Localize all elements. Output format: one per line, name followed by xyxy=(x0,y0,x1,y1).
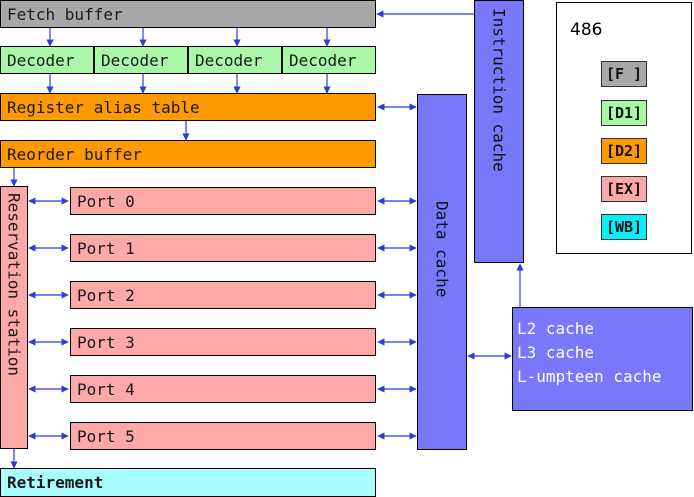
legend xyxy=(556,2,692,254)
l3-cache-label: L3 cache xyxy=(517,343,595,362)
port-label: Port 3 xyxy=(77,332,135,352)
reservation-station: Reservation station xyxy=(0,186,28,449)
decoder-4: Decoder xyxy=(282,46,376,74)
port-2: Port 2 xyxy=(70,281,376,309)
retirement: Retirement xyxy=(0,468,376,497)
legend-execute: [EX] xyxy=(601,176,647,202)
lumpteen-cache-label: L-umpteen cache xyxy=(517,367,662,386)
port-label: Port 4 xyxy=(77,379,135,399)
legend-writeback: [WB] xyxy=(601,214,647,240)
port-0: Port 0 xyxy=(70,187,376,215)
register-alias-table-label: Register alias table xyxy=(7,97,200,117)
port-5: Port 5 xyxy=(70,422,376,450)
port-label: Port 1 xyxy=(77,238,135,258)
port-1: Port 1 xyxy=(70,234,376,262)
data-cache: Data cache xyxy=(417,94,467,450)
reservation-station-label: Reservation station xyxy=(4,193,24,377)
reorder-buffer-label: Reorder buffer xyxy=(7,144,142,164)
port-label: Port 2 xyxy=(77,285,135,305)
register-alias-table: Register alias table xyxy=(0,93,376,121)
data-cache-label: Data cache xyxy=(432,201,452,298)
fetch-buffer: Fetch buffer xyxy=(0,0,376,28)
decoder-label: Decoder xyxy=(7,50,75,70)
instruction-cache-label: Instruction cache xyxy=(489,8,509,172)
decoder-2: Decoder xyxy=(94,46,188,74)
decoder-label: Decoder xyxy=(289,50,357,70)
legend-fetch: [F ] xyxy=(601,61,647,87)
decoder-label: Decoder xyxy=(101,50,169,70)
port-label: Port 0 xyxy=(77,191,135,211)
retirement-label: Retirement xyxy=(7,473,104,492)
legend-decode2: [D2] xyxy=(601,138,647,164)
port-3: Port 3 xyxy=(70,328,376,356)
decoder-1: Decoder xyxy=(0,46,94,74)
decoder-label: Decoder xyxy=(195,50,263,70)
port-label: Port 5 xyxy=(77,426,135,446)
instruction-cache: Instruction cache xyxy=(474,0,524,263)
l2-cache-label: L2 cache xyxy=(517,319,595,338)
legend-title: 486 xyxy=(570,20,603,40)
outer-caches xyxy=(512,307,693,411)
reorder-buffer: Reorder buffer xyxy=(0,140,376,168)
legend-decode1: [D1] xyxy=(601,100,647,126)
port-4: Port 4 xyxy=(70,375,376,403)
decoder-3: Decoder xyxy=(188,46,282,74)
fetch-buffer-label: Fetch buffer xyxy=(7,4,123,24)
